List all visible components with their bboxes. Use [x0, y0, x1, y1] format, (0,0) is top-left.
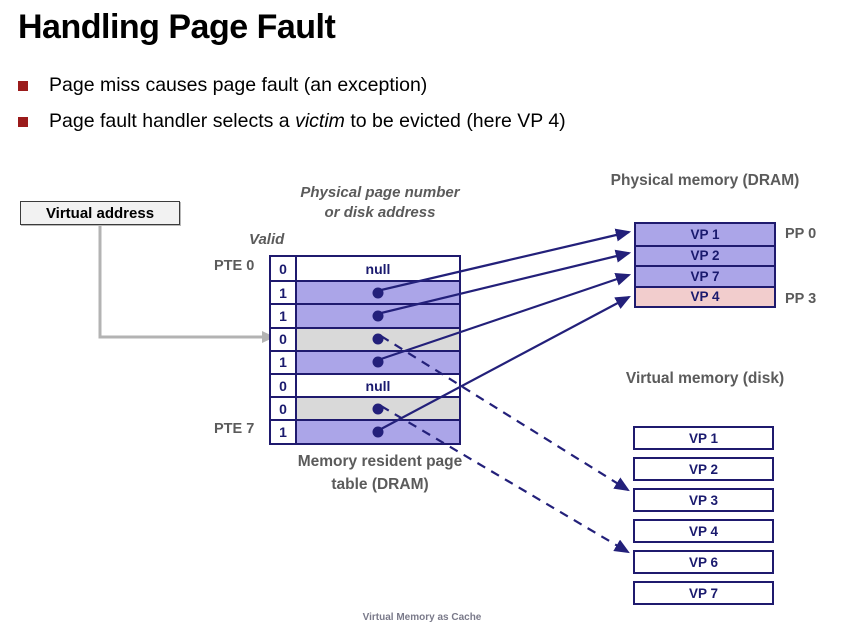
page-title: Handling Page Fault — [18, 8, 336, 46]
pte-first-label: PTE 0 — [214, 258, 255, 274]
pte-valid-bit: 1 — [271, 351, 297, 373]
disk-page-row: VP 2 — [633, 457, 774, 481]
disk-page-row: VP 1 — [633, 426, 774, 450]
bullet-text: Page fault handler selects a victim to b… — [49, 108, 566, 134]
page-table-caption: Memory resident page table (DRAM) — [297, 453, 463, 493]
virtual-memory-heading: Virtual memory (disk) — [625, 370, 785, 387]
disk-page-row: VP 6 — [633, 550, 774, 574]
physical-page-victim: VP 4 — [636, 285, 774, 306]
pte-content-cell: null — [297, 374, 459, 397]
pte-pointer-dot-icon — [372, 403, 384, 415]
pte-content-cell — [297, 282, 459, 304]
pte-pointer-dot-icon — [372, 426, 384, 438]
physical-memory-heading: Physical memory (DRAM) — [610, 172, 800, 189]
pte-last-label: PTE 7 — [214, 421, 255, 437]
bullet-text: Page miss causes page fault (an exceptio… — [49, 72, 427, 98]
valid-column-heading: Valid — [249, 231, 285, 248]
pp-last-label: PP 3 — [785, 291, 817, 307]
ppn-column-heading: Physical page number or disk address — [300, 184, 460, 221]
pte-pointer-dot-icon — [372, 356, 384, 368]
pte-valid-bit: 1 — [271, 282, 297, 304]
pp-first-label: PP 0 — [785, 226, 817, 242]
bullet-text-tail: to be evicted (here VP 4) — [344, 110, 566, 132]
pte-content-cell — [297, 305, 459, 327]
bullet-text-lead: Page fault handler selects a — [49, 110, 296, 132]
page-table-row: 0 — [271, 326, 459, 350]
bullet-square-icon — [18, 81, 28, 91]
pte-content-cell — [297, 398, 459, 420]
virtual-memory-block: VP 1 VP 2 VP 3 VP 4 VP 6 VP 7 — [633, 426, 774, 612]
bullet-text-lead: Page miss causes page fault (an exceptio… — [49, 74, 428, 96]
disk-page-row: VP 7 — [633, 581, 774, 605]
pte-pointer-dot-icon — [372, 287, 384, 299]
pte-content-cell: null — [297, 257, 459, 281]
physical-page-row: VP 7 — [636, 265, 774, 286]
pte-pointer-dot-icon — [372, 310, 384, 322]
footer-note: Virtual Memory as Cache — [362, 612, 482, 623]
page-table-row: 1 — [271, 419, 459, 443]
pte-content-cell — [297, 351, 459, 373]
pte-valid-bit: 1 — [271, 305, 297, 327]
page-table-row: 1 — [271, 349, 459, 373]
pte-content-cell — [297, 328, 459, 350]
bullet-text-emphasis: victim — [295, 110, 345, 132]
pte-content-cell — [297, 421, 459, 443]
page-table-row: 1 — [271, 280, 459, 304]
pte-valid-bit: 1 — [271, 421, 297, 443]
page-table-row: 0 — [271, 396, 459, 420]
physical-page-row: VP 1 — [636, 224, 774, 245]
pte-valid-bit: 0 — [271, 374, 297, 397]
pte-valid-bit: 0 — [271, 328, 297, 350]
pte-valid-bit: 0 — [271, 257, 297, 281]
pte-pointer-dot-icon — [372, 333, 384, 345]
page-table-row: 1 — [271, 303, 459, 327]
disk-page-row: VP 4 — [633, 519, 774, 543]
virtual-address-box: Virtual address — [20, 201, 180, 225]
pte-valid-bit: 0 — [271, 398, 297, 420]
disk-page-row: VP 3 — [633, 488, 774, 512]
physical-page-row: VP 2 — [636, 244, 774, 265]
bullet-item: Page fault handler selects a victim to b… — [18, 108, 566, 134]
bullet-item: Page miss causes page fault (an exceptio… — [18, 72, 427, 98]
bullet-square-icon — [18, 117, 28, 127]
